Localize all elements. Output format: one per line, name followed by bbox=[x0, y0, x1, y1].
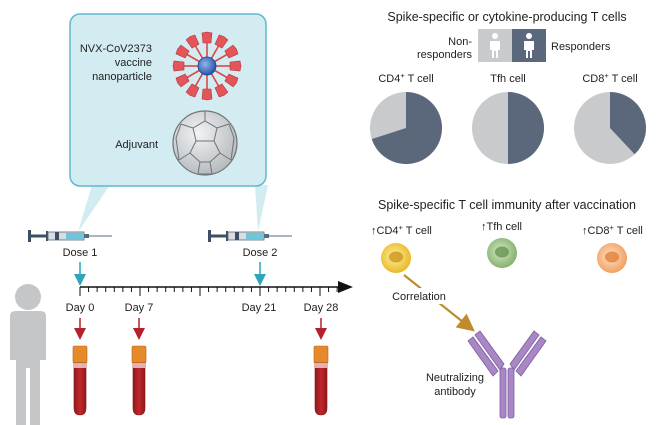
syringe-icon-dose1 bbox=[28, 230, 112, 242]
cd4-cell-icon bbox=[381, 243, 411, 273]
day-label: Day 28 bbox=[304, 302, 339, 314]
cell-label-cd4: ↑CD4+ T cell bbox=[371, 223, 432, 237]
dose1-label: Dose 1 bbox=[63, 247, 98, 259]
pie-chart bbox=[472, 92, 544, 164]
adjuvant-label: Adjuvant bbox=[115, 139, 158, 151]
callout-pointer-right bbox=[255, 185, 268, 232]
legend-responders: Responders bbox=[551, 41, 611, 53]
antibody-label-1: Neutralizing bbox=[426, 372, 484, 384]
pie-chart bbox=[370, 92, 442, 165]
correlation-label-bg bbox=[386, 288, 452, 304]
blood-tube-icon bbox=[131, 345, 147, 416]
antibody-icon bbox=[467, 330, 547, 419]
person-icon bbox=[10, 284, 46, 425]
pie-charts bbox=[370, 92, 646, 165]
blood-tube-icon bbox=[313, 345, 329, 416]
nanoparticle-label-3: nanoparticle bbox=[92, 71, 152, 83]
adjuvant-icon bbox=[172, 110, 238, 176]
pie-section-title: Spike-specific or cytokine-producing T c… bbox=[387, 10, 626, 24]
cell-label-cd8: ↑CD8+ T cell bbox=[582, 223, 643, 237]
pie-label-cd8: CD8+ T cell bbox=[582, 71, 637, 85]
antibody-label-2: antibody bbox=[434, 386, 476, 398]
pie-label-tfh: Tfh cell bbox=[490, 73, 525, 85]
cd8-cell-icon bbox=[597, 243, 627, 273]
nanoparticle-icon bbox=[172, 31, 242, 101]
nanoparticle-label-2: vaccine bbox=[115, 57, 152, 69]
pie-slice-responder bbox=[371, 92, 442, 165]
pie-chart bbox=[574, 92, 646, 164]
dose2-label: Dose 2 bbox=[243, 247, 278, 259]
blood-tube-icon bbox=[72, 345, 88, 416]
day-label: Day 0 bbox=[66, 302, 95, 314]
day-label: Day 21 bbox=[242, 302, 277, 314]
pie-label-cd4: CD4+ T cell bbox=[378, 71, 433, 85]
cell-label-tfh: ↑Tfh cell bbox=[481, 221, 522, 233]
legend-non-line2: responders bbox=[417, 49, 473, 61]
legend-non-line1: Non- bbox=[448, 36, 472, 48]
vaccine-box bbox=[69, 13, 267, 187]
correlation-label: Correlation bbox=[392, 291, 446, 303]
tfh-cell-icon bbox=[487, 238, 517, 268]
nanoparticle-label-1: NVX-CoV2373 bbox=[80, 43, 152, 55]
timeline-axis bbox=[79, 281, 353, 296]
pie-slice-responder bbox=[610, 92, 646, 155]
person-icon-small bbox=[490, 33, 534, 58]
day-label: Day 7 bbox=[125, 302, 154, 314]
immunity-title: Spike-specific T cell immunity after vac… bbox=[378, 198, 636, 212]
responder-legend: Non- responders Responders bbox=[417, 29, 611, 62]
vaccine-callout: NVX-CoV2373 vaccine nanoparticle Adjuvan… bbox=[69, 13, 268, 232]
syringe-icon-dose2 bbox=[208, 230, 292, 242]
callout-pointer-left bbox=[78, 185, 110, 232]
pie-slice-responder bbox=[508, 92, 544, 164]
